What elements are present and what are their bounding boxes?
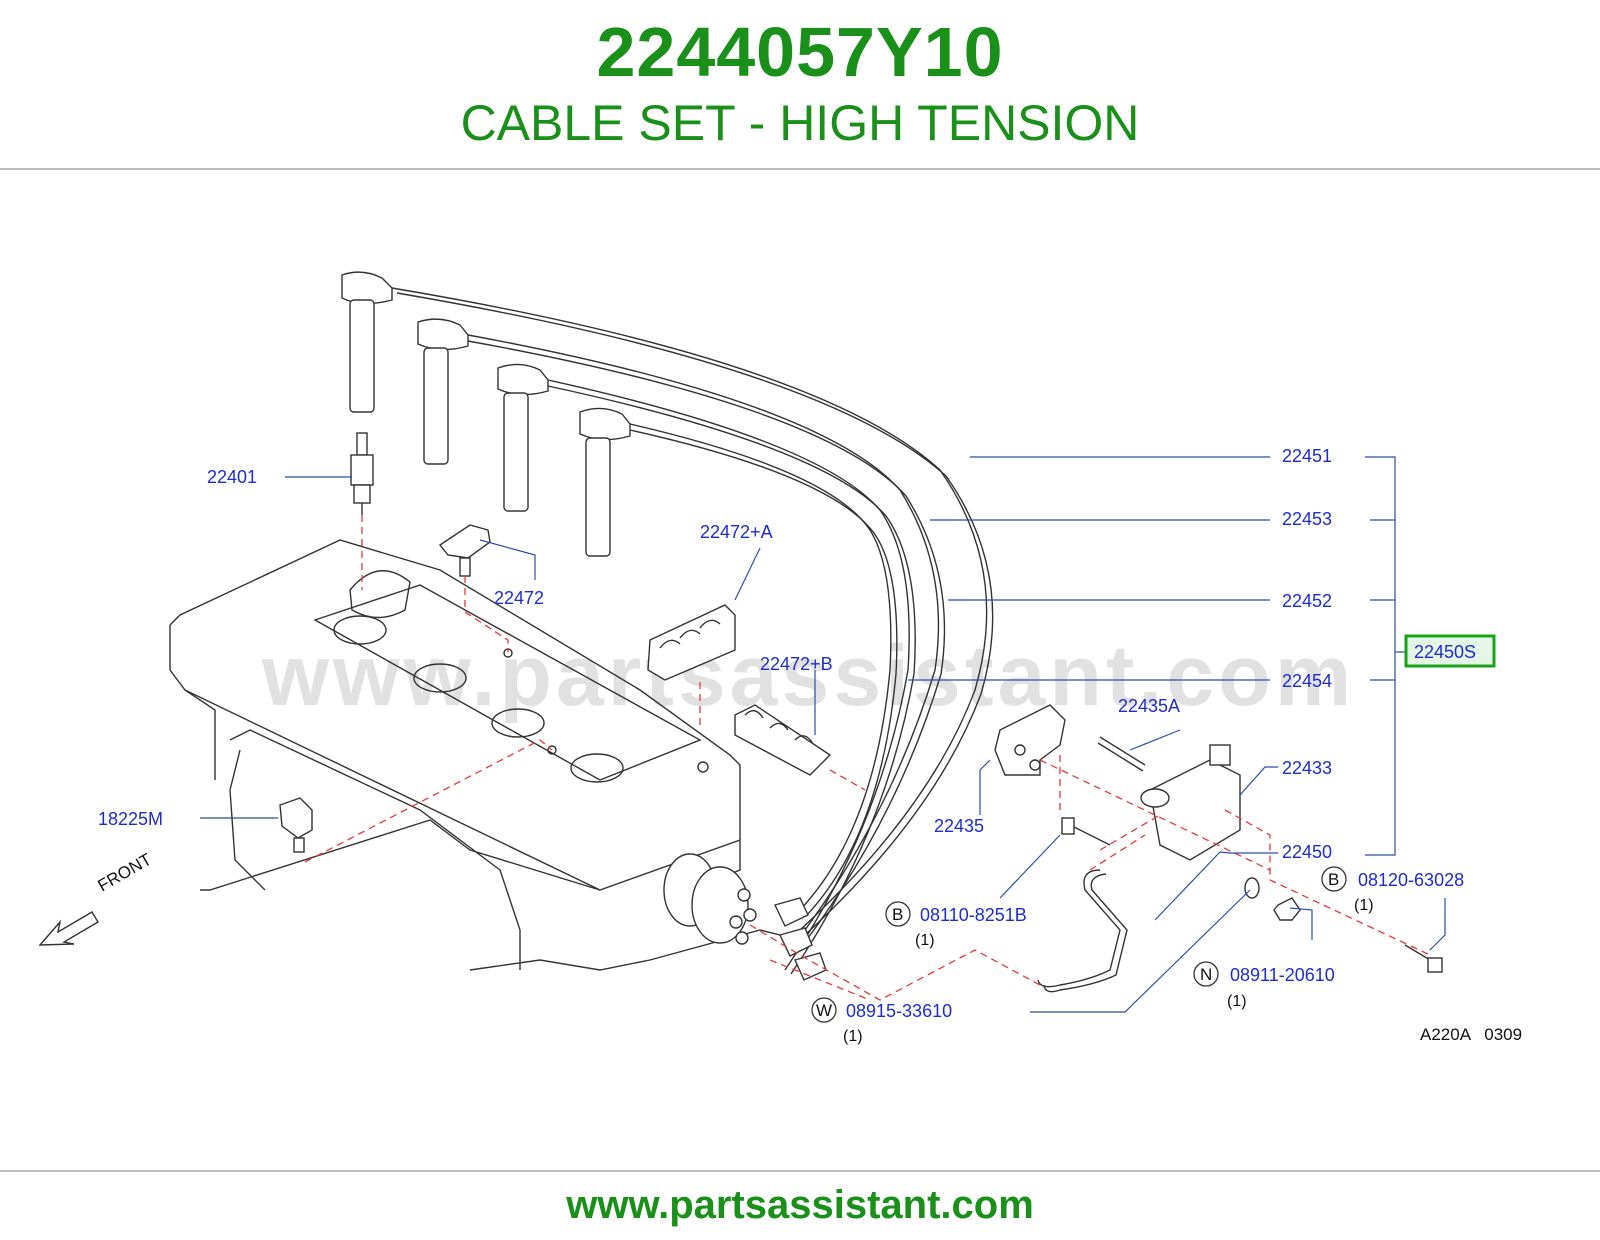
spark-plug-drawing bbox=[350, 432, 374, 515]
hardware-qty-3: (1) bbox=[1227, 993, 1247, 1010]
callout-22452[interactable]: 22452 bbox=[1282, 591, 1332, 611]
hardware-qty-2: (1) bbox=[843, 1028, 863, 1045]
hardware-callouts: B 08110-8251B (1) W 08915-33610 (1) N 08… bbox=[811, 866, 1464, 1045]
callout-22472-b[interactable]: 22472+B bbox=[760, 654, 833, 674]
callout-leaders bbox=[200, 456, 1446, 1013]
callout-22454[interactable]: 22454 bbox=[1282, 671, 1332, 691]
parts-diagram: www.partsassistant.com bbox=[38, 271, 1522, 1045]
callout-22433[interactable]: 22433 bbox=[1282, 758, 1332, 778]
hardware-letter-w: W bbox=[816, 1001, 832, 1020]
diagram-code: A220A 0309 bbox=[1420, 1025, 1522, 1044]
spark-plug-boots-drawing bbox=[341, 271, 631, 557]
hardware-number-08915-33610[interactable]: 08915-33610 bbox=[846, 1001, 952, 1021]
hardware-badge-w bbox=[811, 997, 837, 1023]
hardware-number-08911-20610[interactable]: 08911-20610 bbox=[1230, 965, 1335, 985]
callout-22435a[interactable]: 22435A bbox=[1118, 696, 1180, 716]
footer-divider bbox=[0, 1170, 1600, 1172]
hardware-badge-n bbox=[1193, 961, 1219, 987]
header-divider bbox=[0, 168, 1600, 170]
front-direction-arrow: FRONT bbox=[38, 850, 155, 946]
callout-22453[interactable]: 22453 bbox=[1282, 509, 1332, 529]
watermark-text: www.partsassistant.com bbox=[261, 628, 1355, 724]
hardware-qty-4: (1) bbox=[1354, 897, 1374, 914]
callout-18225m[interactable]: 18225M bbox=[98, 809, 163, 829]
callout-22451[interactable]: 22451 bbox=[1282, 446, 1332, 466]
assembly-guides bbox=[304, 515, 1431, 1001]
hardware-letter-n: N bbox=[1200, 965, 1212, 984]
hardware-qty-1: (1) bbox=[915, 932, 935, 949]
front-label: FRONT bbox=[95, 850, 155, 896]
part-callouts: 22401 22472 22472+A 22472+B 18225M 22451… bbox=[98, 446, 1496, 862]
part-number-title: 2244057Y10 bbox=[596, 13, 1004, 91]
ignition-coil-drawing bbox=[994, 704, 1443, 993]
footer-website-link[interactable]: www.partsassistant.com bbox=[566, 1183, 1034, 1227]
part-name-subtitle: CABLE SET - HIGH TENSION bbox=[460, 95, 1140, 151]
callout-22450s[interactable]: 22450S bbox=[1414, 642, 1476, 662]
cable-clips-drawing bbox=[279, 524, 832, 853]
callout-22450[interactable]: 22450 bbox=[1282, 842, 1332, 862]
callout-22401[interactable]: 22401 bbox=[207, 467, 257, 487]
hardware-number-08110-8251b[interactable]: 08110-8251B bbox=[920, 905, 1027, 925]
callout-22472[interactable]: 22472 bbox=[494, 588, 544, 608]
engine-head-drawing bbox=[169, 539, 801, 971]
hardware-letter-b-1: B bbox=[892, 905, 903, 924]
callout-22435[interactable]: 22435 bbox=[934, 816, 984, 836]
callout-22472-a[interactable]: 22472+A bbox=[700, 522, 773, 542]
callout-22450s-highlight bbox=[1404, 634, 1496, 668]
hardware-badge-b-2 bbox=[1321, 866, 1347, 892]
ignition-cables-drawing bbox=[391, 287, 994, 981]
hardware-letter-b-2: B bbox=[1328, 870, 1339, 889]
hardware-number-08120-63028[interactable]: 08120-63028 bbox=[1358, 870, 1464, 890]
hardware-badge-b-1 bbox=[885, 901, 911, 927]
